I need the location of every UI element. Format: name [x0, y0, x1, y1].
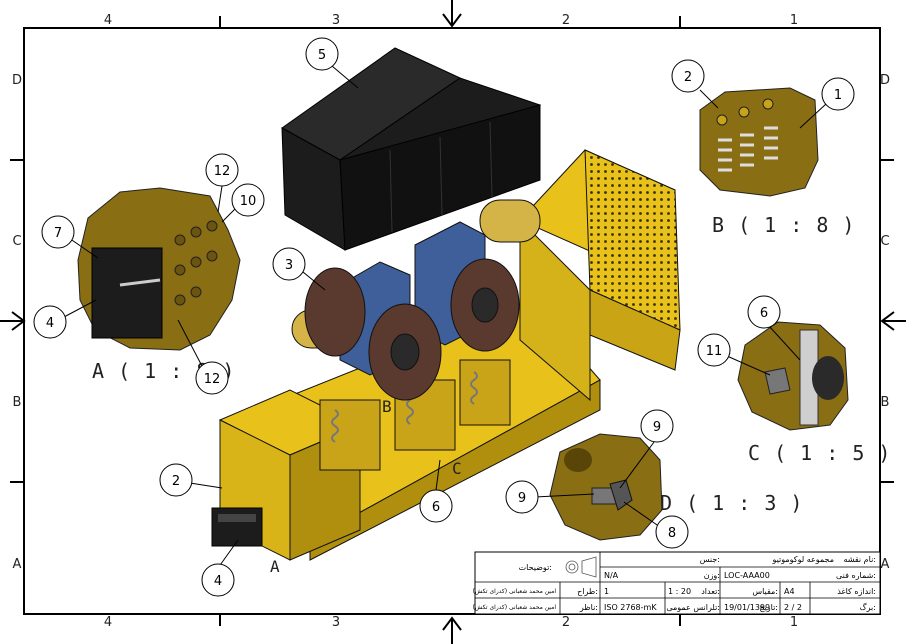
callout-8: 8: [668, 526, 676, 541]
zone-left-D: D: [12, 73, 22, 88]
callout-9-lower: 9: [518, 491, 526, 506]
tb-drawing-no-value: LOC-AAA00: [724, 571, 770, 580]
view-label-d: D ( 1 : 3 ): [660, 491, 803, 515]
callout-12-lower: 12: [204, 372, 221, 387]
callout-2: 2: [172, 474, 180, 489]
projection-symbol: [565, 556, 597, 578]
callout-6: 6: [432, 500, 440, 515]
callout-12: 12: [214, 164, 231, 179]
callout-11: 11: [706, 344, 723, 359]
tb-sheet-value: 2 / 2: [784, 603, 802, 612]
callout-6-detail-c: 6: [760, 306, 768, 321]
callout-5: 5: [318, 48, 326, 63]
zone-bottom-1: 1: [790, 615, 798, 630]
zone-right-A: A: [881, 557, 890, 572]
tb-tolerance-label: تلرانس عمومی:: [666, 603, 720, 612]
tb-checker-label: ناظر:: [579, 603, 598, 612]
view-label-b: B ( 1 : 8 ): [712, 213, 855, 237]
tb-designer-label: طراح:: [577, 587, 598, 596]
detail-a-view: A ( 1 : 8 ): [77, 187, 241, 383]
tb-sheet-label: برگ:: [859, 602, 876, 612]
zone-right-D: D: [880, 73, 890, 88]
zone-top-1: 1: [790, 13, 798, 28]
axle-rear: [479, 199, 541, 243]
tb-notes-label: توضیحات:: [519, 563, 552, 572]
callout-3: 3: [285, 258, 293, 273]
view-label-c: C ( 1 : 5 ): [748, 441, 891, 465]
tb-designer-value: امین محمد شعبانی (کدرای تکش): [473, 588, 557, 595]
tb-date-value: 19/01/1399: [724, 603, 770, 612]
callouts: [33, 37, 855, 597]
tb-scale-label: مقیاس:: [752, 587, 778, 596]
zone-right-B: B: [881, 395, 890, 410]
view-marker-a: A: [270, 557, 281, 576]
tb-quantity-label: تعداد:: [701, 587, 720, 596]
title-block: توضیحات: جنس: نام نقشه: مجموعه لوکوموتیو…: [473, 551, 881, 615]
housing-ribs: [389, 121, 493, 233]
coupler-detail: [218, 514, 256, 522]
zone-top-3: 3: [332, 13, 340, 28]
housing-side: [339, 104, 541, 251]
tb-checker-value: امین محمد شعبانی (کدرای تکش): [473, 604, 557, 611]
wheels: [304, 258, 520, 401]
tb-name-value: مجموعه لوکوموتیو: [771, 555, 834, 564]
callout-numbers: 5 3 2 4 6 7 4 12 10 12 2 1 6 11 9 9 8: [46, 48, 842, 589]
tb-date-label: تاریخ:: [759, 603, 778, 612]
callout-4-detail-a: 4: [46, 316, 54, 331]
zone-left-B: B: [13, 395, 22, 410]
tb-paper-value: A4: [784, 587, 795, 596]
tb-drawing-no-label: شماره فنی:: [836, 571, 876, 580]
zone-bottom-2: 2: [562, 615, 570, 630]
tb-scale-value: 1 : 20: [668, 587, 691, 596]
zone-labels: 4 3 2 1 4 3 2 1 D C B A D C B A: [12, 13, 890, 630]
callout-1: 1: [834, 88, 842, 103]
callout-9-upper: 9: [653, 420, 661, 435]
zone-top-2: 2: [562, 13, 570, 28]
tb-paper-label: اندازه کاغذ:: [837, 587, 876, 596]
view-marker-c: C: [452, 459, 463, 478]
zone-left-C: C: [12, 234, 21, 249]
tb-tolerance-value: ISO 2768-mK: [604, 603, 657, 612]
callout-2-detail-b: 2: [684, 70, 692, 85]
leader-lines: [63, 65, 827, 569]
tb-weight-label: وزن:: [704, 571, 720, 580]
front-coupler: [211, 507, 263, 547]
zone-bottom-3: 3: [332, 615, 340, 630]
tb-material-label: جنس:: [700, 555, 720, 564]
callout-7: 7: [54, 226, 62, 241]
view-marker-b: B: [382, 397, 393, 416]
callout-10: 10: [240, 194, 257, 209]
callout-4: 4: [214, 574, 222, 589]
tb-name-label: نام نقشه:: [843, 555, 876, 564]
zone-top-4: 4: [104, 13, 112, 28]
chassis-side: [309, 379, 601, 561]
tb-weight-value: N/A: [604, 571, 619, 580]
main-assembly-view: B C A: [211, 47, 681, 576]
zone-bottom-4: 4: [104, 615, 112, 630]
zone-ticks: [10, 16, 894, 626]
zone-left-A: A: [13, 557, 22, 572]
detail-b-view: B ( 1 : 8 ): [699, 87, 855, 237]
tb-quantity-value: 1: [604, 587, 609, 596]
zone-right-C: C: [880, 234, 889, 249]
detail-d-view: D ( 1 : 3 ): [549, 433, 803, 541]
detail-c-view: C ( 1 : 5 ): [737, 321, 891, 465]
cab-inner: [519, 218, 591, 402]
